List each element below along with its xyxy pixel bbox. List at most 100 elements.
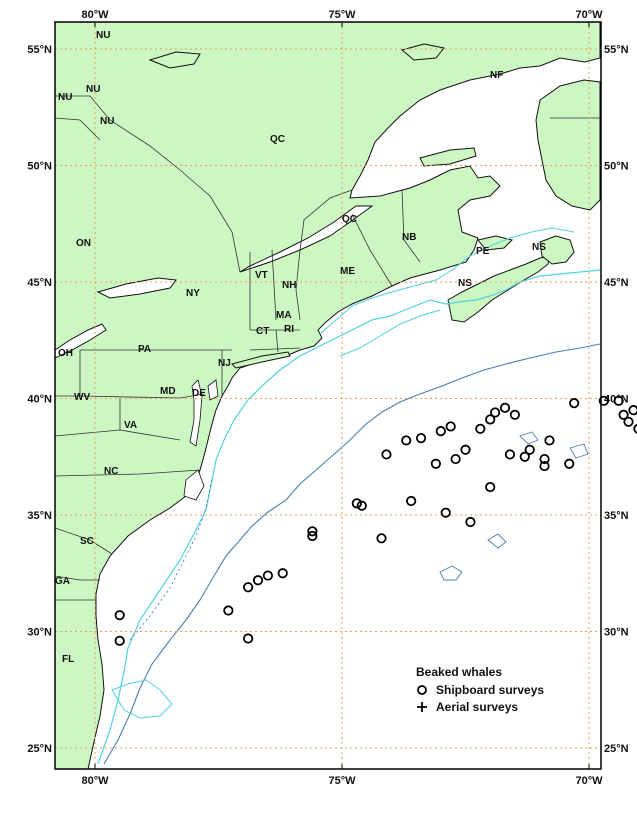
shipboard-sighting-marker [430,458,441,469]
st-lawrence-estuary [239,205,374,273]
region-label: NS [532,242,546,253]
northern-islands-2 [400,43,445,61]
longitude-labels-top: 80°W75°W70°W65°W60°W [81,9,603,27]
shipboard-sighting-marker [376,533,387,544]
shipboard-sighting-marker [564,458,575,469]
shelf-florida-contour [111,679,173,719]
longitude-label: 70°W [575,775,603,787]
longitude-label: 80°W [81,775,109,787]
deep-seamount-contour-2 [487,533,507,549]
region-label: NU [86,84,100,95]
latitude-label: 55°N [604,44,629,56]
region-label: NC [104,466,118,477]
shipboard-sighting-marker [445,421,456,432]
shipboard-sighting-marker [539,460,550,472]
shipboard-sighting-marker [544,435,555,446]
lake-erie [55,323,107,359]
legend-aerial-symbol [417,702,427,712]
region-label: WV [74,392,90,403]
shipboard-sighting-marker [307,526,318,537]
region-label: NU [100,116,114,127]
longitude-labels-bottom: 80°W75°W70°W65°W60°W [81,764,603,787]
dotted-track-line [129,477,213,641]
latitude-labels-right: 55°N50°N45°N40°N35°N30°N25°N [604,44,629,755]
shipboard-sighting-marker [252,575,264,586]
shelf-isobath-line [97,269,601,765]
shipboard-sighting-marker [628,405,637,416]
longitude-label: 80°W [81,9,109,21]
latitude-label: 50°N [604,161,629,173]
latitude-label: 25°N [27,743,52,755]
shipboard-sighting-marker [351,498,362,509]
mainland-landmass [55,22,601,769]
political-borders [55,95,600,601]
latitude-label: 50°N [27,161,52,173]
shipboard-sighting-marker [435,426,446,437]
region-label: VT [255,270,268,281]
shipboard-sighting-marker [277,568,288,579]
region-label: FL [62,654,74,665]
longitude-label: 70°W [575,9,603,21]
shipboard-sighting-marker [613,395,624,406]
latitude-label: 40°N [27,394,52,406]
latitude-label: 35°N [604,510,629,522]
longitude-label: 75°W [328,9,356,21]
latitude-label: 30°N [604,627,629,639]
region-label: OH [58,348,73,359]
shelf-contour-gulf-2 [339,309,441,357]
shipboard-sighting-marker [440,507,451,518]
shipboard-sighting-marker [460,444,471,455]
shipboard-sightings [114,395,637,646]
shipboard-sighting-marker [114,610,125,621]
shipboard-sighting-marker [485,481,496,493]
latitude-label: 25°N [604,743,629,755]
shipboard-sighting-marker [243,582,254,593]
latitude-label: 30°N [27,627,52,639]
legend-aerial-label: Aerial surveys [436,700,518,714]
shipboard-sighting-marker [223,605,234,616]
shipboard-sighting-marker [499,402,511,413]
region-label: PA [138,344,151,355]
shipboard-sighting-marker [401,435,412,446]
shipboard-sighting-marker [490,407,501,418]
cape-breton-land [539,235,575,265]
shipboard-sighting-marker [465,516,476,528]
region-label: NB [402,232,416,243]
latitude-label: 45°N [27,277,52,289]
latitude-label: 35°N [27,510,52,522]
nova-scotia-land [447,255,551,323]
map-frame [54,21,602,770]
shipboard-sighting-marker [598,395,609,406]
delaware-bay [207,379,219,401]
region-label: MD [160,386,176,397]
shipboard-sighting-marker [307,530,318,542]
lake-ontario [96,277,177,299]
northern-islands [148,51,201,69]
deep-seamount-contour-4 [569,443,589,459]
region-label: NU [96,30,110,41]
region-label: CT [256,326,269,337]
shipboard-sighting-marker [623,416,634,427]
region-label: QC [270,134,285,145]
region-label: VA [124,420,137,431]
shipboard-sighting-marker [243,633,254,644]
legend-shipboard-symbol [417,685,427,695]
shipboard-sighting-marker [262,570,273,581]
newfoundland-land [535,79,601,211]
region-label: NY [186,288,200,299]
shipboard-sighting-marker [450,453,461,465]
legend-shipboard-label: Shipboard surveys [436,683,544,697]
shipboard-sighting-marker [524,444,535,455]
shipboard-sighting-marker [519,451,530,462]
shipboard-sighting-marker [475,423,486,434]
longitude-label: 75°W [328,775,356,787]
deep-seamount-contour [439,565,463,581]
anticosti-island [419,147,477,167]
region-label: RI [284,324,294,335]
region-labels: NU NU NU NU NF QC QC ON NB PE NS NS ME V… [55,30,546,665]
pamlico-sound [183,469,205,501]
region-label: ME [340,266,355,277]
chesapeake-bay [189,379,203,447]
shipboard-sighting-marker [415,433,427,444]
shipboard-sighting-marker [356,500,367,511]
